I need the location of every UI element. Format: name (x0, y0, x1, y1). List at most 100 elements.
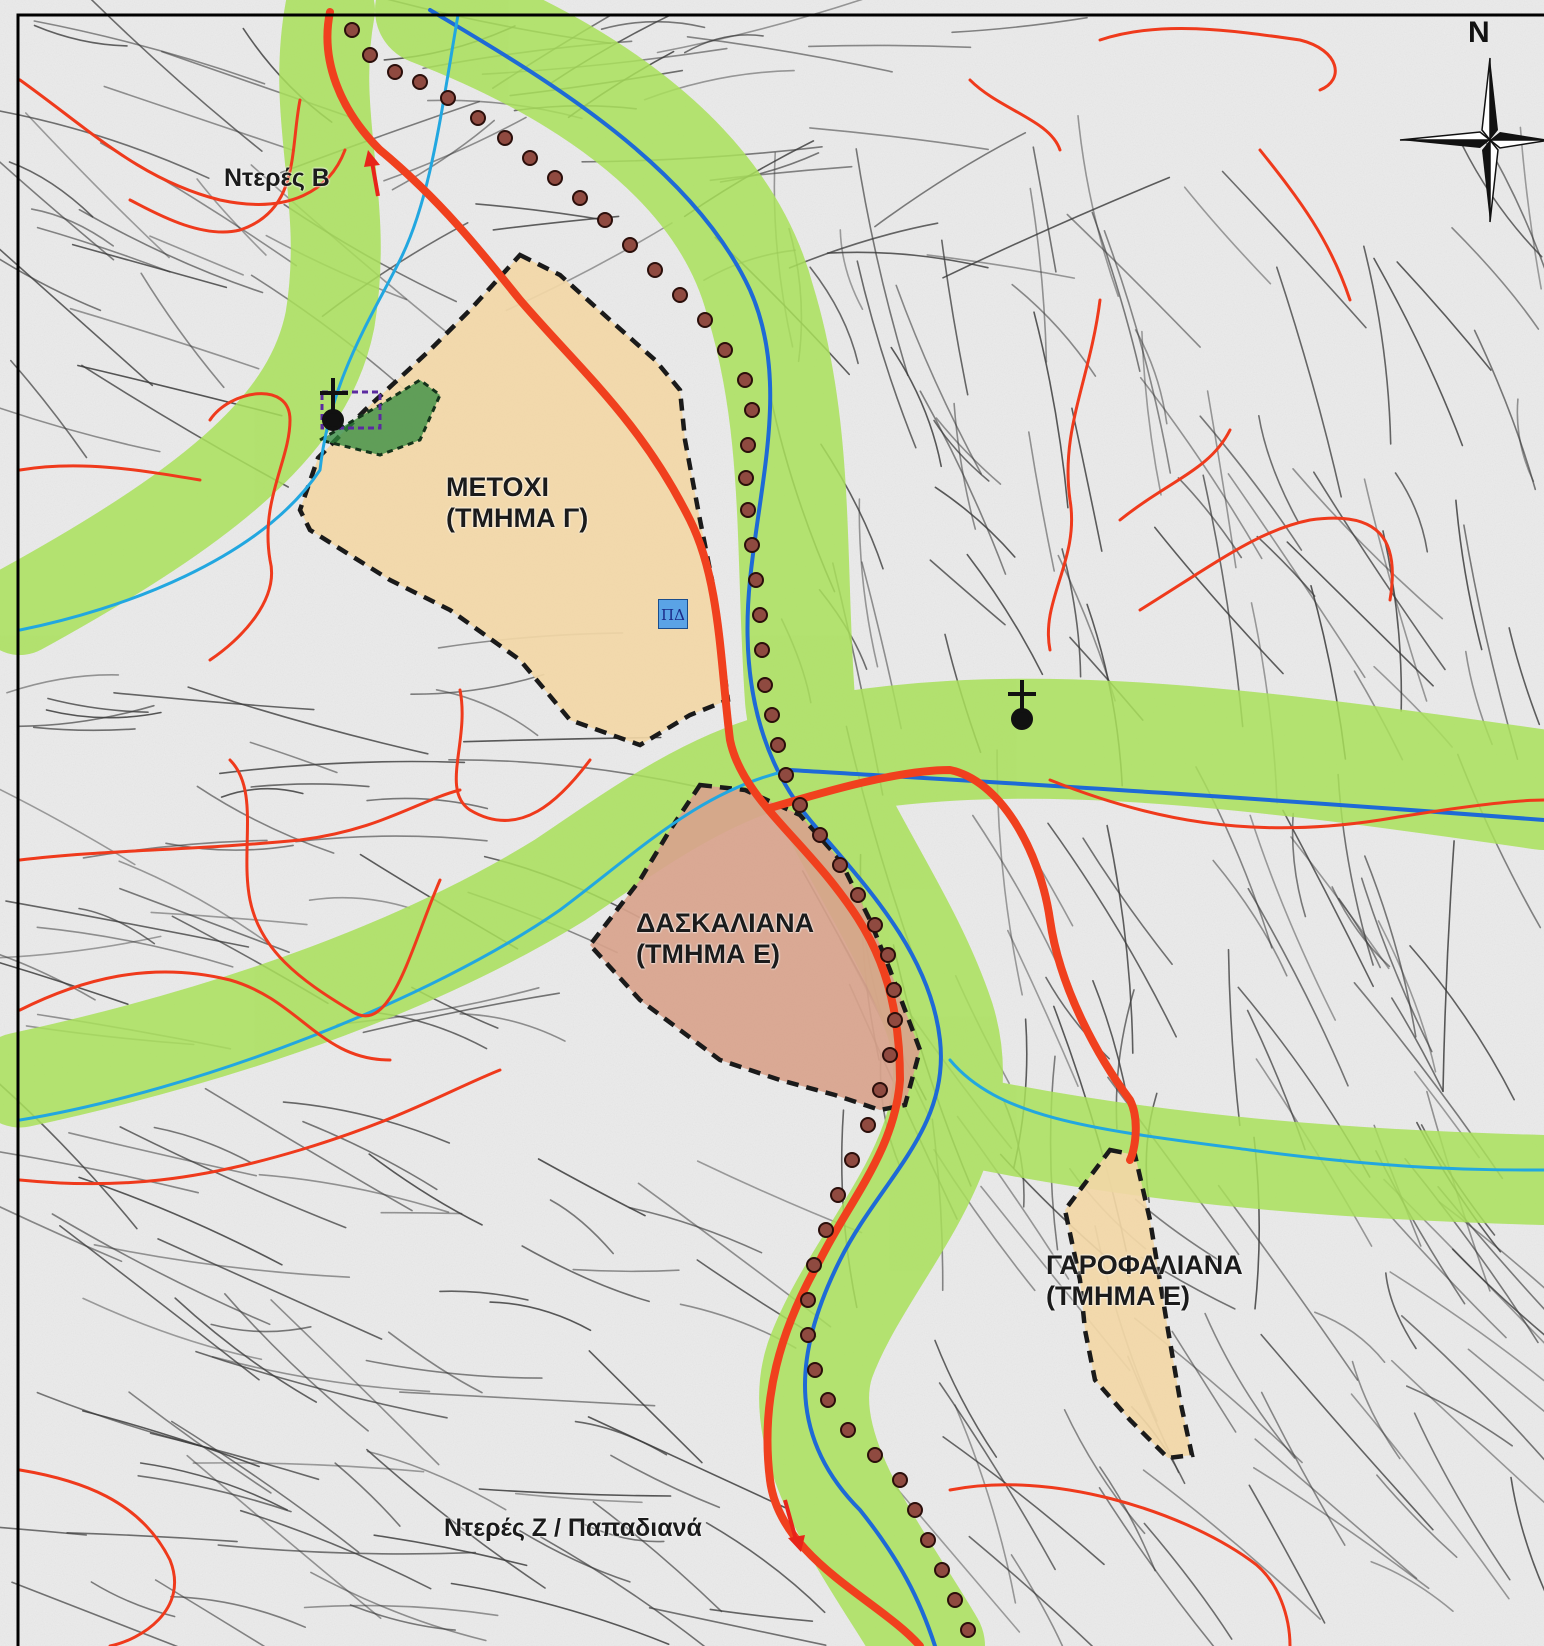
label-nteres-z: Ντερές Ζ / Παπαδιανά (444, 1514, 702, 1542)
contour-line (18, 704, 155, 728)
label-garofaliana-name: ΓΑΡΟΦΑΛΙΑΝΑ (1046, 1250, 1243, 1280)
stream-north-west (18, 13, 460, 632)
trail-dot (886, 982, 902, 998)
contour-line (1142, 1469, 1321, 1620)
contour-line (249, 741, 338, 774)
contour-line (808, 44, 972, 49)
contour-line (1143, 1522, 1233, 1640)
contour-line (1047, 822, 1177, 1038)
trail-dot (867, 917, 883, 933)
trail-dot (800, 1292, 816, 1308)
contour-line (51, 1213, 271, 1326)
contour-line (1455, 499, 1483, 651)
contour-line (1063, 1409, 1146, 1535)
contour-line (71, 243, 228, 289)
trail-dot (778, 767, 794, 783)
contour-line (1260, 1333, 1434, 1531)
stream-zone-southeast (915, 1075, 1544, 1225)
contour-line (78, 208, 264, 294)
area-metochi (297, 252, 731, 748)
contour-line (196, 178, 267, 256)
contour-line (0, 1151, 199, 1194)
trail-dot (547, 170, 563, 186)
contour-line (1519, 126, 1542, 290)
contour-line (919, 390, 1007, 575)
contour-line (1292, 468, 1444, 620)
contour-line (196, 785, 335, 854)
trail-dot (572, 190, 588, 206)
trail-dot (647, 262, 663, 278)
contour-line (1516, 398, 1535, 483)
contour-line (788, 222, 939, 269)
contour-line (1389, 1271, 1544, 1382)
contour-line (303, 1604, 499, 1617)
trail-dot (622, 237, 638, 253)
trail-dot (832, 857, 848, 873)
contour-line (82, 839, 268, 859)
contour-line (366, 1450, 507, 1511)
contour-line (1206, 390, 1237, 569)
trail-dot (770, 737, 786, 753)
contour-line (1451, 227, 1540, 330)
contour-line (157, 1238, 383, 1340)
trail-dot (820, 1392, 836, 1408)
contour-line (250, 783, 370, 788)
contour-line (935, 417, 1002, 485)
trail-dot (740, 502, 756, 518)
contour-line (282, 1101, 451, 1144)
chapel-site-outline (320, 390, 382, 430)
contour-line (113, 692, 315, 711)
label-garofaliana-section: (ΤΜΗΜΑ Ε) (1046, 1281, 1190, 1312)
trail-dot (362, 47, 378, 63)
contour-line (33, 20, 266, 85)
trail-dot (880, 947, 896, 963)
contour-line (0, 1206, 123, 1263)
stream-zone-west (0, 712, 828, 1128)
trail-dot (830, 1187, 846, 1203)
contour-line (78, 907, 156, 945)
arrow-south-icon (783, 1499, 805, 1552)
contour-line (1254, 1438, 1418, 1580)
trail-dot (920, 1532, 936, 1548)
contour-line (295, 835, 488, 843)
label-daskaliana-section: (ΤΜΗΜΑ Ε) (636, 939, 780, 970)
contour-line (1028, 431, 1055, 572)
trail-dot (818, 1222, 834, 1238)
contour-line (1217, 1184, 1359, 1381)
contour-line (68, 1132, 257, 1177)
contour-line (0, 248, 154, 387)
contour-line (856, 260, 917, 449)
main-roads (323, 8, 1140, 1646)
trail-dot (697, 312, 713, 328)
contour-line (521, 1245, 650, 1303)
contour-line (478, 1488, 672, 1497)
contour-line (1376, 1474, 1458, 1558)
contour-line (1139, 376, 1263, 560)
contour-line (809, 266, 859, 365)
contour-line (826, 251, 989, 269)
contour-line (519, 1530, 631, 1583)
contour-line (809, 127, 989, 151)
contour-line (308, 896, 411, 909)
contour-line (1442, 840, 1455, 1093)
trail-dot (907, 1502, 923, 1518)
contour-line (1282, 809, 1374, 988)
contour-line (1314, 1311, 1386, 1363)
trail-dot (934, 1562, 950, 1578)
contour-line (137, 1475, 292, 1513)
contour-line (1249, 814, 1336, 1021)
contour-line (1106, 824, 1134, 1054)
contour-line (410, 673, 545, 696)
contour-line (66, 1532, 238, 1543)
contour-line (934, 486, 1016, 558)
contour-line (45, 709, 162, 719)
contour-line (154, 1579, 266, 1646)
contour-line (839, 229, 864, 310)
contour-line (592, 1501, 723, 1613)
trail-dot (806, 1257, 822, 1273)
contour-line (628, 1206, 763, 1254)
contour-line (929, 559, 1006, 626)
contour-line (258, 1173, 450, 1213)
contour-line (47, 697, 149, 713)
